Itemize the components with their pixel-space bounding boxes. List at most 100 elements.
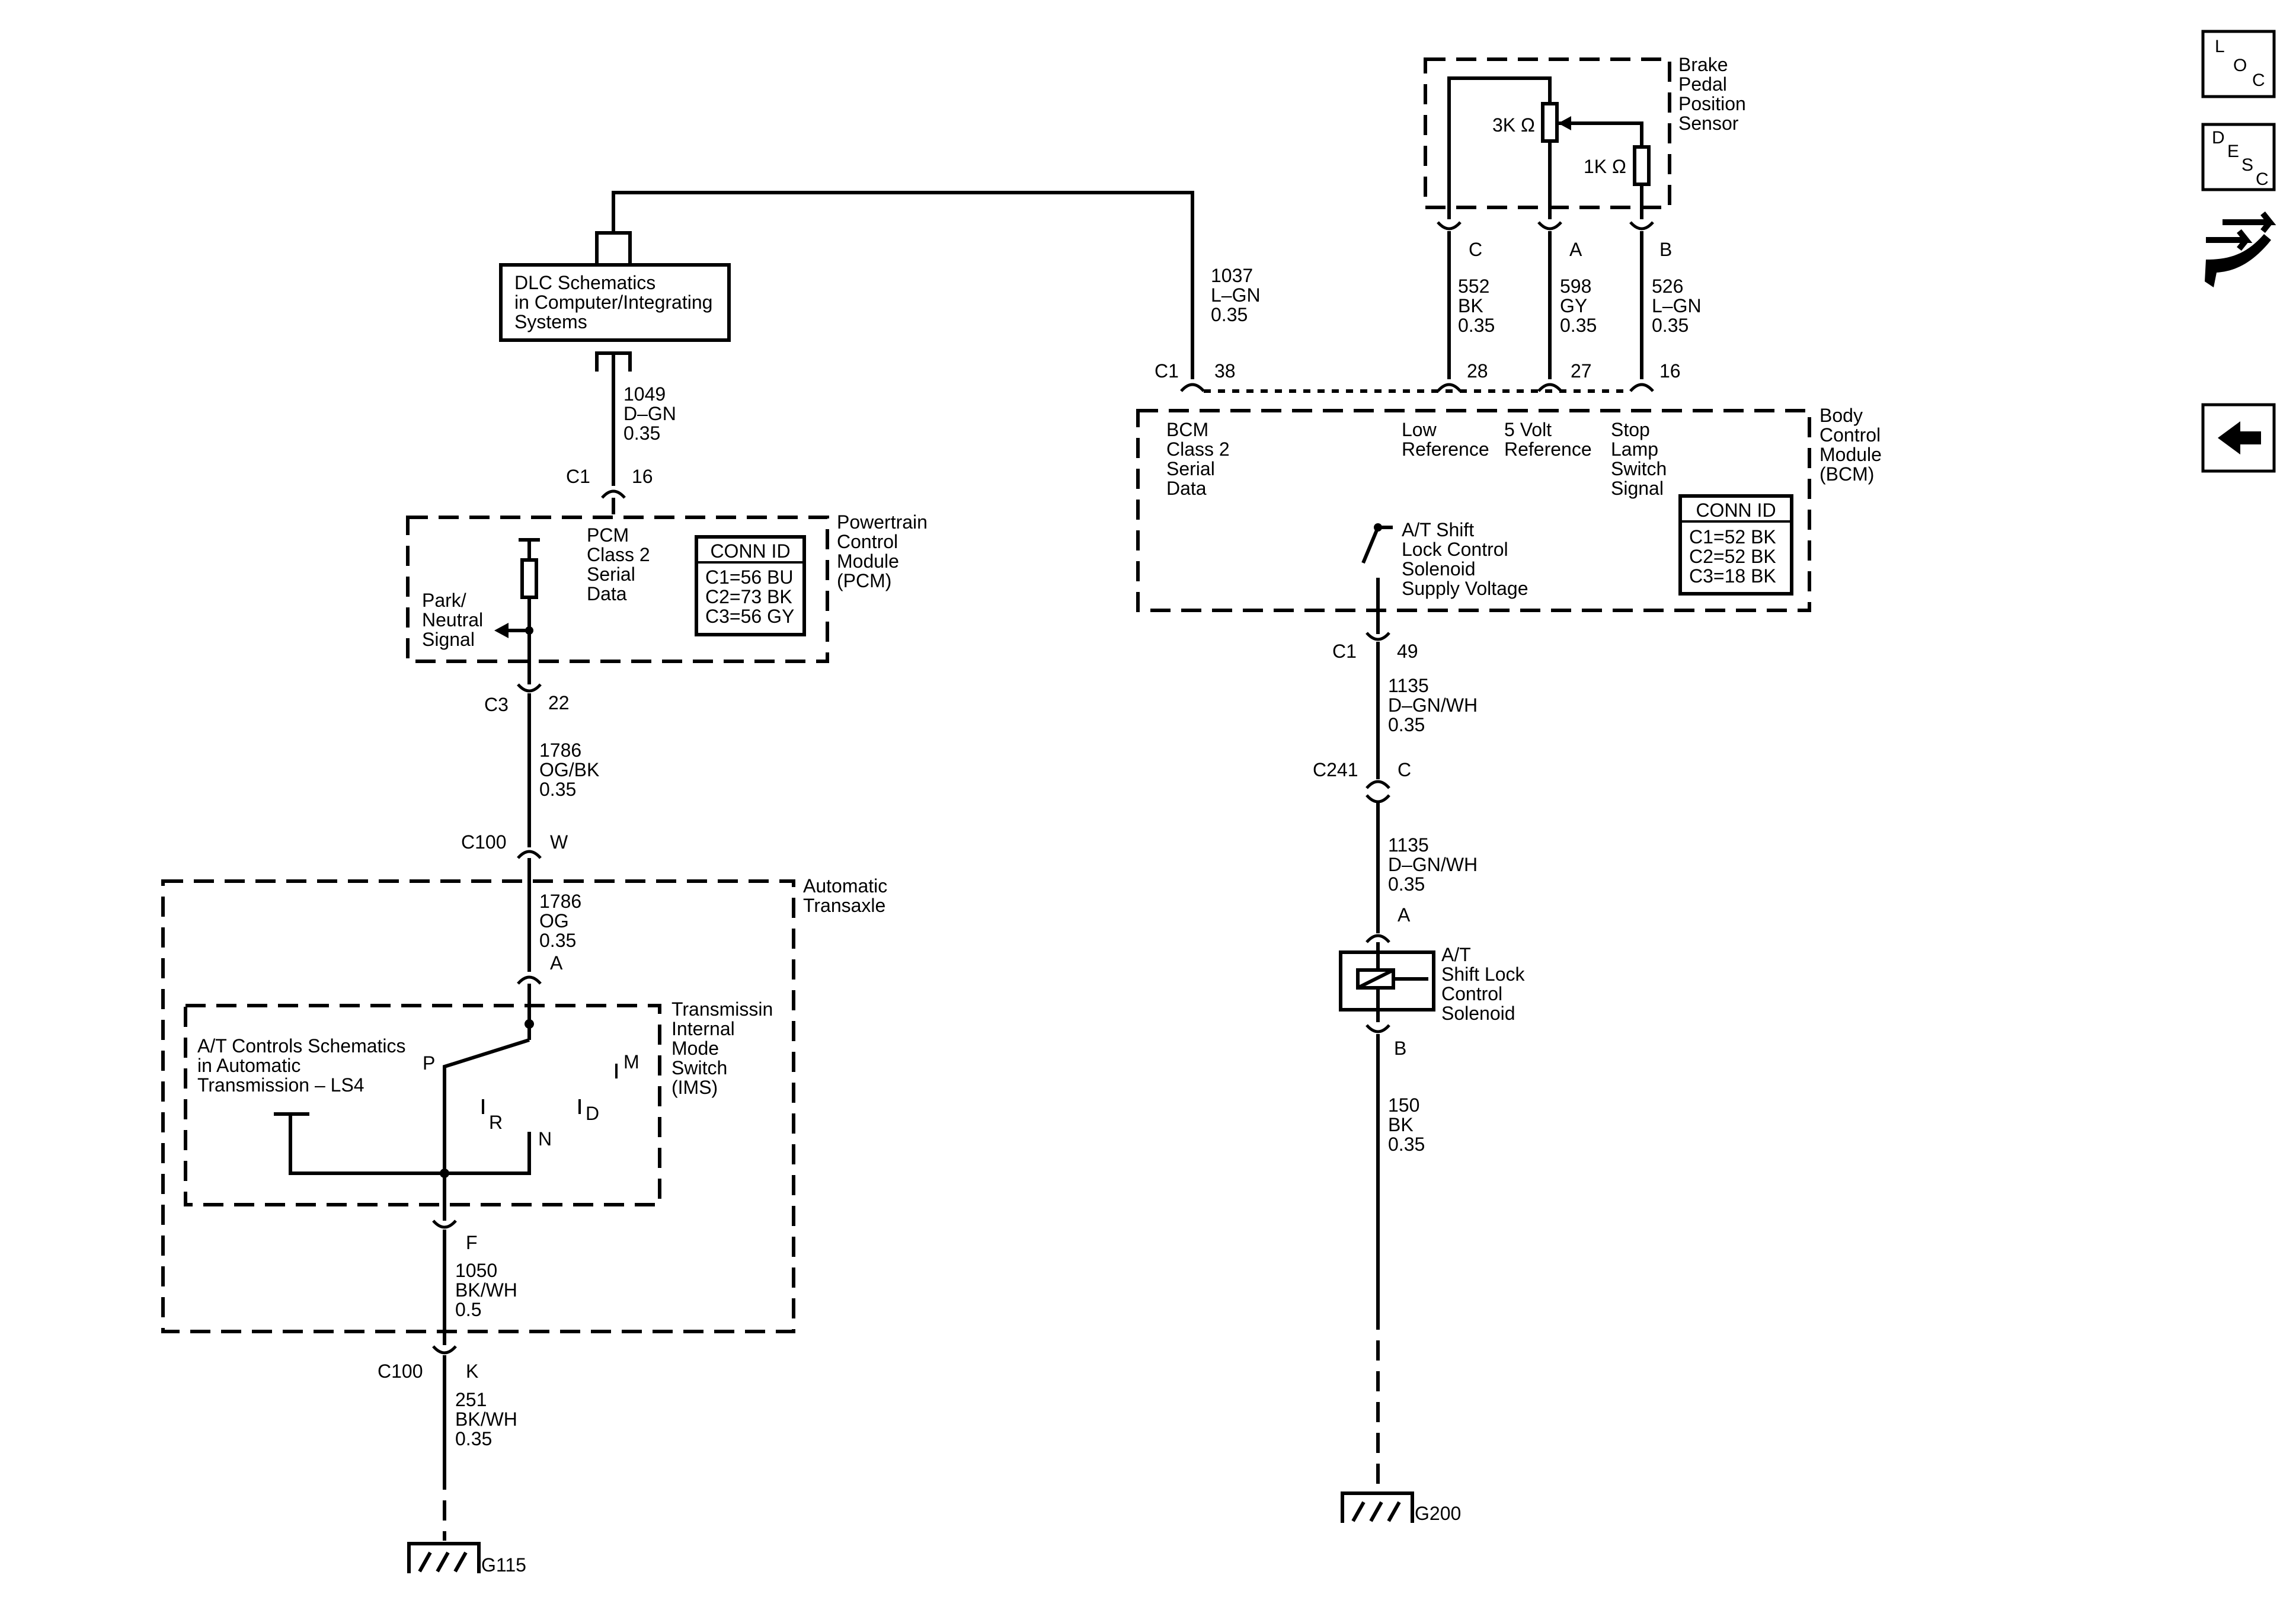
- desc-button[interactable]: D E S C: [2201, 123, 2276, 191]
- bcm-lowref-2: Reference: [1402, 438, 1489, 460]
- bcm-label-3: Module: [1819, 444, 1882, 465]
- ims-a-connector: [517, 975, 542, 985]
- bcm-c1-49-connector: [1366, 632, 1390, 641]
- wire-1049-num: 1049: [623, 383, 666, 405]
- ims-pos-d: D: [586, 1103, 599, 1124]
- dlc-box[interactable]: DLC Schematics in Computer/Integrating S…: [499, 263, 731, 342]
- connector-tool-icon[interactable]: [2205, 211, 2276, 287]
- ims-line-4: Switch: [671, 1057, 727, 1078]
- at-controls-line-2[interactable]: in Automatic: [197, 1055, 300, 1076]
- wire-552-num: 552: [1458, 276, 1489, 297]
- bcm-conn-title: CONN ID: [1696, 500, 1776, 521]
- c241-label: C241: [1313, 759, 1358, 780]
- sensor-r2-label: 1K Ω: [1584, 156, 1626, 177]
- c241-pin: C: [1398, 759, 1411, 780]
- pcm-signal-1: PCM: [587, 524, 629, 546]
- sensor-pin-a-connector: [1537, 221, 1562, 231]
- pcm-conn-id-table: CONN ID C1=56 BU C2=73 BK C3=56 GY: [695, 535, 806, 636]
- desc-letter-s: S: [2241, 155, 2253, 175]
- wire-1135a-color: D–GN/WH: [1388, 694, 1478, 716]
- c100-top-label: C100: [461, 831, 507, 853]
- ims-pos-r: R: [489, 1112, 503, 1133]
- wire-1786a-color: OG/BK: [539, 759, 599, 780]
- wire-1135b-gauge: 0.35: [1388, 873, 1425, 895]
- bcm-conn-row-1: C1=52 BK: [1689, 526, 1776, 548]
- bcm-conn-id-table: CONN ID C1=52 BK C2=52 BK C3=18 BK: [1678, 494, 1793, 596]
- bcm-module-box[interactable]: [1136, 409, 1811, 612]
- pcm-signal-3: Serial: [587, 564, 635, 585]
- brake-line-3: Position: [1678, 93, 1746, 114]
- c241-connector: [1366, 780, 1390, 789]
- solenoid-b-connector: [1366, 1024, 1390, 1033]
- pcm-label-4: (PCM): [837, 570, 891, 591]
- park-line-2: Neutral: [422, 609, 483, 630]
- back-arrow-icon[interactable]: [2201, 403, 2276, 473]
- bcm-pin-27: 27: [1571, 360, 1592, 382]
- bcm-shift-2: Lock Control: [1402, 539, 1508, 560]
- ims-f-connector: [432, 1219, 457, 1229]
- pcm-pullup-resistor: [520, 558, 538, 599]
- pcm-c3-pin: 22: [548, 692, 570, 713]
- bcm-shift-4: Supply Voltage: [1402, 578, 1528, 599]
- bcm-5v-1: 5 Volt: [1504, 419, 1552, 440]
- wire-1786a-gauge: 0.35: [539, 779, 576, 800]
- loc-letter-c: C: [2252, 71, 2265, 90]
- bcm-label-2: Control: [1819, 424, 1881, 446]
- transaxle-box[interactable]: [161, 879, 795, 1333]
- wire-1135a-gauge: 0.35: [1388, 714, 1425, 735]
- wire-1050-color: BK/WH: [455, 1279, 517, 1301]
- transaxle-line-2: Transaxle: [803, 895, 885, 916]
- sensor-pin-a: A: [1569, 239, 1582, 260]
- wiper-arrow-icon: [1558, 116, 1571, 130]
- dlc-line-1: DLC Schematics: [514, 272, 655, 293]
- ims-pos-p: P: [423, 1052, 435, 1074]
- sensor-pin-b: B: [1659, 239, 1672, 260]
- bcm-shift-1: A/T Shift: [1402, 519, 1474, 540]
- solenoid-line-4: Solenoid: [1441, 1003, 1515, 1024]
- ims-line-1: Transmissin: [671, 998, 773, 1020]
- wire-1786b-num: 1786: [539, 891, 581, 912]
- pcm-c3-label: C3: [484, 694, 509, 715]
- bcm-pin-16-connector: [1629, 383, 1654, 392]
- bcm-stop-2: Lamp: [1611, 438, 1658, 460]
- pcm-conn-title: CONN ID: [710, 540, 790, 562]
- bcm-shift-lock-switch: [1361, 526, 1380, 564]
- shift-lock-solenoid-icon[interactable]: [1339, 950, 1435, 1012]
- bcm-conn-row-3: C3=18 BK: [1689, 565, 1776, 587]
- wire-1037: [612, 191, 1194, 379]
- wire-1050-num: 1050: [455, 1260, 497, 1281]
- at-controls-line-3[interactable]: Transmission – LS4: [197, 1074, 364, 1096]
- pcm-label-3: Module: [837, 550, 899, 572]
- ims-switch-box[interactable]: [184, 1004, 661, 1206]
- wire-251-gauge: 0.35: [455, 1428, 492, 1449]
- solenoid-a-pin: A: [1398, 904, 1411, 926]
- bcm-lowref-1: Low: [1402, 419, 1437, 440]
- pcm-c1-connector: [601, 489, 626, 499]
- wire-1037-gauge: 0.35: [1211, 304, 1248, 325]
- desc-letter-e: E: [2227, 142, 2239, 161]
- brake-sensor-box[interactable]: [1424, 57, 1671, 209]
- wire-1135a-num: 1135: [1388, 675, 1429, 696]
- wire-150-num: 150: [1388, 1094, 1419, 1116]
- sensor-pin-b-connector: [1629, 221, 1654, 231]
- bcm-pin-28: 28: [1467, 360, 1488, 382]
- wire-1786b-gauge: 0.35: [539, 930, 576, 951]
- bcm-pin-38: 38: [1214, 360, 1236, 382]
- ims-f-pin: F: [466, 1232, 478, 1253]
- bcm-pin-27-connector: [1537, 383, 1562, 392]
- loc-letter-o: O: [2233, 56, 2247, 75]
- desc-letter-c: C: [2256, 169, 2269, 189]
- pcm-c1-label: C1: [566, 466, 590, 487]
- park-line-1: Park/: [422, 590, 466, 611]
- loc-letter-l: L: [2215, 37, 2225, 56]
- bcm-pin-49: 49: [1397, 641, 1418, 662]
- sensor-pin-c: C: [1469, 239, 1482, 260]
- pcm-module-box[interactable]: [406, 516, 829, 663]
- loc-button[interactable]: L O C: [2201, 30, 2276, 98]
- pcm-label-1: Powertrain: [837, 511, 928, 533]
- wire-552-gauge: 0.35: [1458, 315, 1495, 336]
- pcm-conn-row-1: C1=56 BU: [705, 566, 794, 588]
- at-controls-line-1[interactable]: A/T Controls Schematics: [197, 1035, 406, 1057]
- wire-1049-color: D–GN: [623, 403, 676, 424]
